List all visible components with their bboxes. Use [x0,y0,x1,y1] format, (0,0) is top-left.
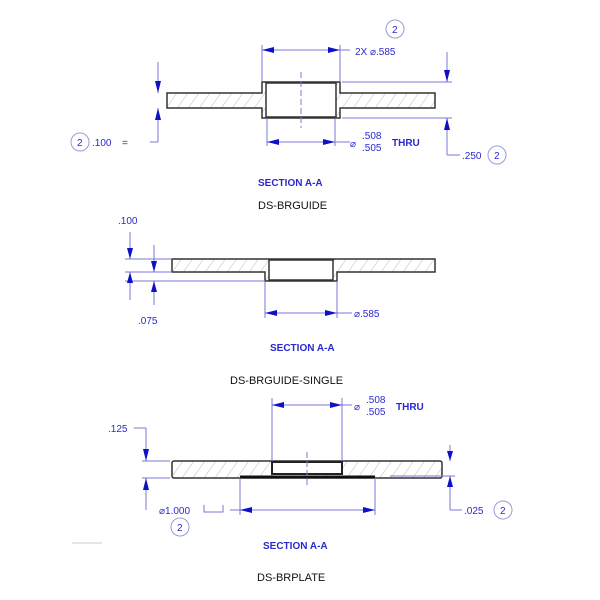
hub-height-label: .250 [462,151,482,162]
svg-text:⌀: ⌀ [354,402,360,413]
svg-text:2: 2 [500,506,506,517]
note-balloon [70,132,90,152]
hole-max-label: .508 [366,395,386,406]
thickness-label: .100 [92,138,112,149]
section-label: SECTION A-A [270,343,335,354]
svg-text:⌀: ⌀ [350,139,356,150]
section-label: SECTION A-A [263,541,328,552]
view-ds-brplate: .125 ⌀ .508 .505 THRU ⌀1.000 2 .025 2 SE… [72,395,513,584]
hole-min-label: .505 [366,407,386,418]
recess-dia-label: ⌀1.000 [159,506,190,517]
svg-text:=: = [122,138,128,149]
section-label: SECTION A-A [258,178,323,189]
view-title: DS-BRGUIDE-SINGLE [230,375,343,387]
svg-text:2: 2 [392,25,398,36]
hole-max-label: .508 [362,131,382,142]
svg-text:2: 2 [77,138,83,149]
svg-text:THRU: THRU [392,138,420,149]
hub-dia-label: 2X ⌀.585 [355,47,396,58]
note-balloon [487,145,507,165]
view-title: DS-BRGUIDE [258,200,327,212]
thickness-label: .100 [118,216,138,227]
note-balloon [385,19,405,39]
view-ds-brguide-single: .100 .075 ⌀.585 SECTION A-A DS-BRGUIDE-S… [118,216,436,387]
note-balloon [170,517,190,537]
note-balloon [493,500,513,520]
recess-depth-label: .025 [464,506,484,517]
view-title: DS-BRPLATE [257,572,325,584]
hub-projection-label: .075 [138,316,158,327]
thickness-label: .125 [108,424,128,435]
hub-dia-label: ⌀.585 [354,309,380,320]
hole-min-label: .505 [362,143,382,154]
svg-text:THRU: THRU [396,402,424,413]
view-ds-brguide: 2X ⌀.585 2 2 .100 = ⌀ .508 .505 THRU .25… [70,19,507,212]
svg-text:2: 2 [494,151,500,162]
svg-text:2: 2 [177,523,183,534]
